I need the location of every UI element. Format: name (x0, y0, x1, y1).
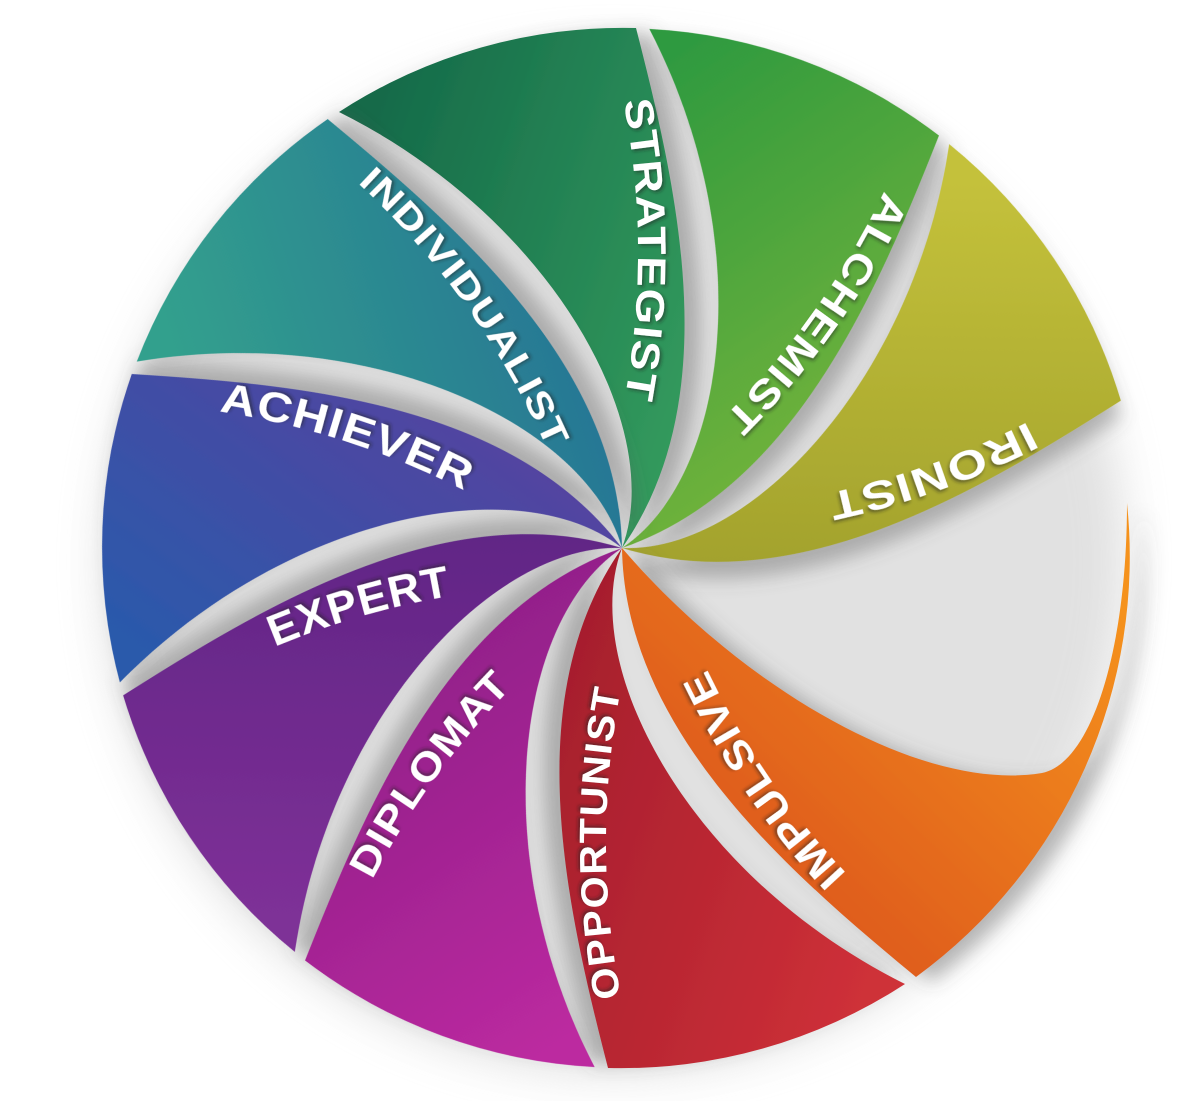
segment-opportunist: OPPORTUNIST (559, 548, 905, 1069)
blade-ironist (622, 144, 1121, 562)
blade-achiever (102, 373, 622, 683)
blade-impulsive (622, 503, 1130, 977)
blade-diplomat (305, 548, 622, 1068)
blade-expert (123, 534, 622, 952)
blade-alchemist (622, 28, 939, 548)
segment-strategist: STRATEGIST (339, 27, 685, 548)
blade-opportunist (559, 548, 905, 1069)
blade-strategist (339, 27, 685, 548)
blade-individualist (136, 119, 622, 548)
